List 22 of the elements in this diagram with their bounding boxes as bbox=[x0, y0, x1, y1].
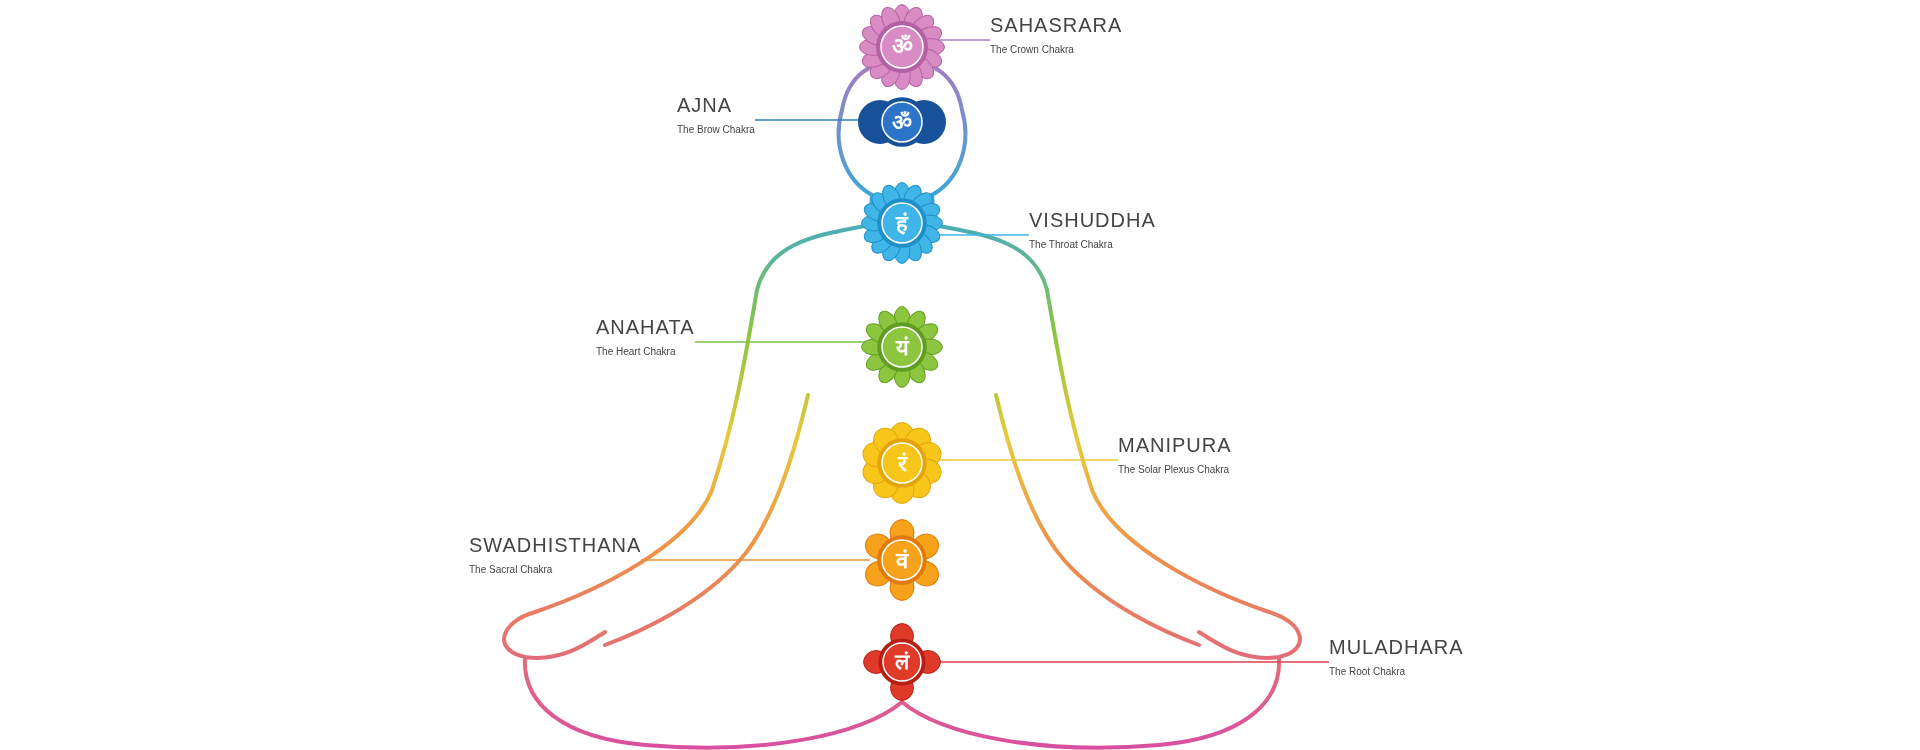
chakra-name: MANIPURA bbox=[1118, 434, 1232, 456]
bija-syllable: लं bbox=[895, 648, 909, 675]
bija-syllable: रं bbox=[897, 449, 907, 477]
bija-syllable: ॐ bbox=[892, 108, 912, 136]
chakra-subtitle: The Crown Chakra bbox=[990, 44, 1075, 56]
chakra-subtitle: The Brow Chakra bbox=[677, 124, 755, 136]
chakra-name: ANAHATA bbox=[596, 316, 695, 338]
leader-line bbox=[640, 559, 871, 561]
chakra-name: MULADHARA bbox=[1329, 636, 1464, 658]
chakra-subtitle: The Throat Chakra bbox=[1029, 239, 1114, 251]
chakra-name: SAHASRARA bbox=[990, 14, 1123, 36]
chakra-subtitle: The Heart Chakra bbox=[596, 346, 677, 358]
chakra-subtitle: The Solar Plexus Chakra bbox=[1118, 464, 1231, 476]
chakra-name: AJNA bbox=[677, 94, 733, 116]
chakra-name: SWADHISTHANA bbox=[469, 534, 642, 556]
bija-syllable: वं bbox=[896, 546, 908, 574]
chakra-name: VISHUDDHA bbox=[1029, 209, 1156, 231]
bija-syllable: यं bbox=[895, 333, 909, 361]
chakra-subtitle: The Root Chakra bbox=[1329, 666, 1407, 678]
bija-syllable: ॐ bbox=[891, 32, 913, 62]
bija-syllable: हं bbox=[896, 209, 908, 237]
chakra-subtitle: The Sacral Chakra bbox=[469, 564, 554, 576]
